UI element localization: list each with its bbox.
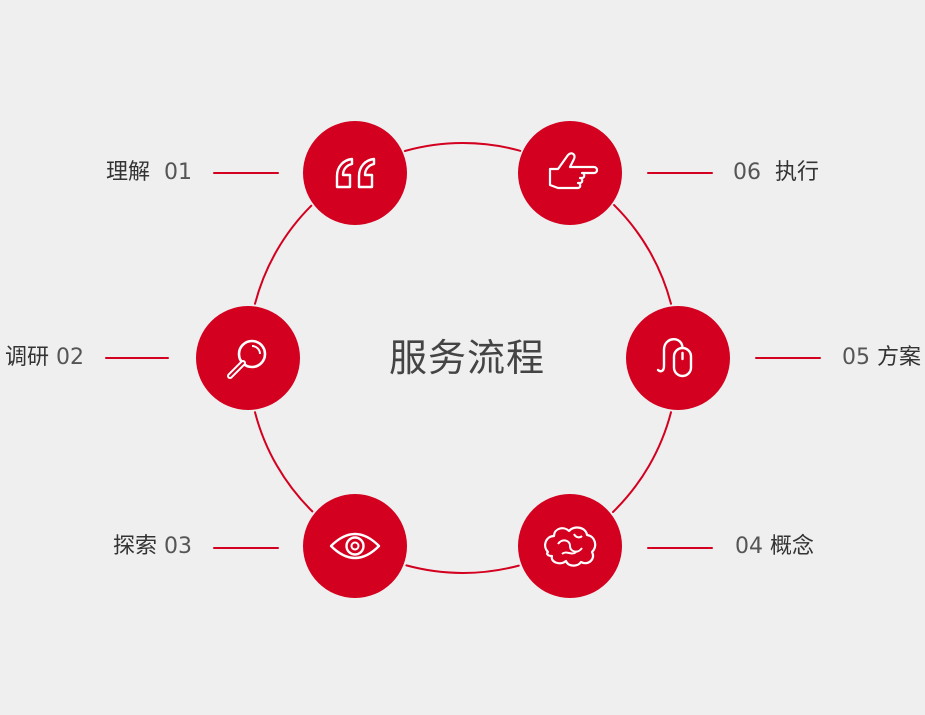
ring-segment xyxy=(403,142,522,152)
step-name: 概念 xyxy=(770,534,815,559)
node-circle xyxy=(518,121,622,225)
step-label-04: 04 概念 xyxy=(735,532,814,562)
diagram-title: 服务流程 xyxy=(388,336,545,380)
node-circle xyxy=(303,121,407,225)
ring-segment xyxy=(254,411,314,513)
step-name: 方案 xyxy=(877,345,922,370)
step-label-03: 探索 03 xyxy=(60,532,192,562)
quote-icon xyxy=(335,157,376,189)
ring-segment xyxy=(405,564,520,574)
magnifier-icon xyxy=(227,339,267,379)
eye-icon xyxy=(329,532,381,560)
step-label-06: 06 执行 xyxy=(733,158,819,188)
step-node-06 xyxy=(518,121,622,225)
pointing-hand-icon xyxy=(548,152,599,190)
step-number: 02 xyxy=(56,345,84,370)
node-circle xyxy=(196,306,300,410)
ring-segment xyxy=(254,204,313,305)
step-label-05: 05 方案 xyxy=(842,343,921,373)
step-number: 06 xyxy=(733,160,761,185)
step-node-02 xyxy=(196,306,300,410)
step-label-02: 调研 02 xyxy=(0,343,84,373)
node-circle xyxy=(303,494,407,598)
step-node-04 xyxy=(518,494,622,598)
node-circle xyxy=(626,306,730,410)
step-number: 04 xyxy=(735,534,763,559)
ring-segment xyxy=(613,204,672,305)
step-name: 探索 xyxy=(112,534,157,559)
label-leader-lines xyxy=(105,172,821,549)
step-node-05 xyxy=(626,306,730,410)
step-name: 调研 xyxy=(4,345,49,370)
brain-icon xyxy=(544,526,597,567)
step-name: 执行 xyxy=(775,160,820,185)
step-node-03 xyxy=(303,494,407,598)
ring-segment xyxy=(612,411,672,513)
mouse-icon xyxy=(656,338,693,378)
step-name: 理解 xyxy=(105,160,150,185)
step-number: 05 xyxy=(842,345,870,370)
step-number: 03 xyxy=(164,534,192,559)
process-ring xyxy=(254,142,672,574)
step-number: 01 xyxy=(164,160,192,185)
step-label-01: 理解 01 xyxy=(60,158,192,188)
step-node-01 xyxy=(303,121,407,225)
